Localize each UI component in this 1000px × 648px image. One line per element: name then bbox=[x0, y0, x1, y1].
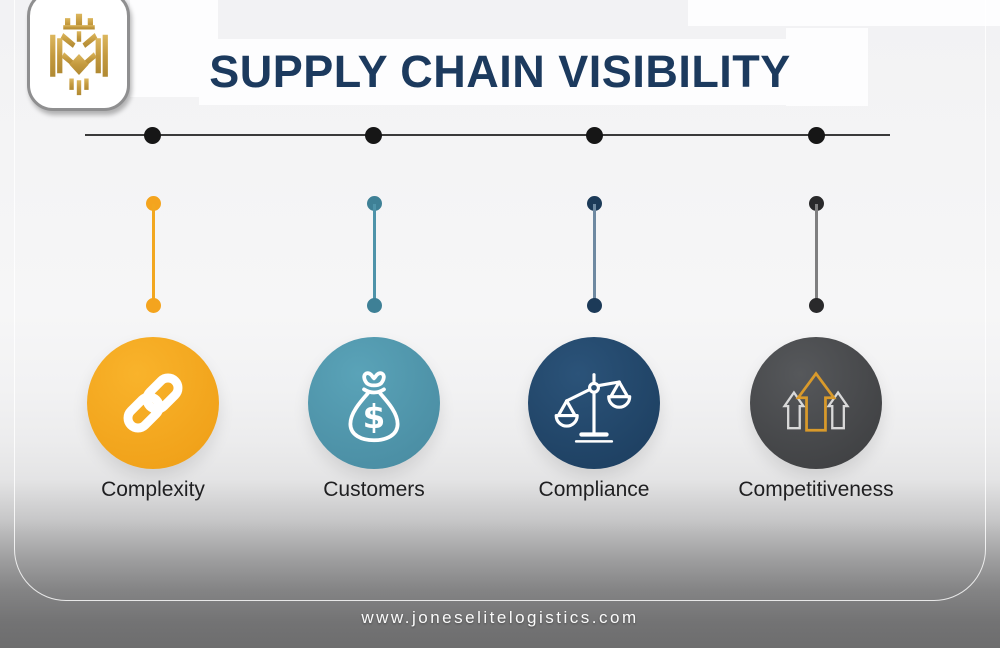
connector-dot bbox=[586, 298, 602, 313]
item-label: Complexity bbox=[101, 478, 205, 501]
item-label: Customers bbox=[323, 478, 425, 501]
item-compliance: Compliance bbox=[484, 196, 704, 526]
timeline-line bbox=[85, 134, 890, 136]
company-logo bbox=[27, 0, 130, 111]
item-label: Competitiveness bbox=[738, 478, 894, 501]
connector-dot bbox=[586, 196, 602, 211]
compliance-circle bbox=[528, 337, 660, 469]
gold-lion-crest-icon bbox=[49, 13, 108, 95]
website-url: www.joneselitelogistics.com bbox=[361, 608, 639, 627]
timeline-node-dot bbox=[144, 127, 161, 144]
connector-line bbox=[592, 204, 596, 305]
connector-line bbox=[372, 204, 376, 305]
item-competitiveness: Competitiveness bbox=[706, 196, 926, 526]
connector-line bbox=[151, 204, 155, 305]
dollar-symbol: $ bbox=[363, 398, 386, 436]
connector-line bbox=[814, 204, 818, 305]
title-highlight-band bbox=[786, 28, 868, 106]
timeline-node-dot bbox=[365, 127, 382, 144]
balance-scale-icon bbox=[554, 373, 632, 443]
arrows-up-icon bbox=[782, 371, 850, 432]
connector-dot bbox=[808, 298, 824, 313]
item-customers: $ Customers bbox=[264, 196, 484, 526]
connector-dot bbox=[145, 196, 161, 211]
money-bag-icon: $ bbox=[348, 371, 400, 443]
timeline-node-dot bbox=[808, 127, 825, 144]
item-label: Compliance bbox=[538, 478, 650, 501]
connector-dot bbox=[366, 196, 382, 211]
page-title: SUPPLY CHAIN VISIBILITY bbox=[209, 46, 791, 97]
title-highlight-band bbox=[199, 39, 789, 105]
customers-circle: $ bbox=[308, 337, 440, 469]
chain-link-icon bbox=[123, 373, 183, 433]
connector-dot bbox=[366, 298, 382, 313]
title-highlight-band bbox=[688, 0, 1000, 26]
connector-dot bbox=[145, 298, 161, 313]
timeline-node-dot bbox=[586, 127, 603, 144]
competitiveness-circle bbox=[750, 337, 882, 469]
complexity-circle bbox=[87, 337, 219, 469]
item-complexity: Complexity bbox=[43, 196, 263, 526]
connector-dot bbox=[808, 196, 824, 211]
